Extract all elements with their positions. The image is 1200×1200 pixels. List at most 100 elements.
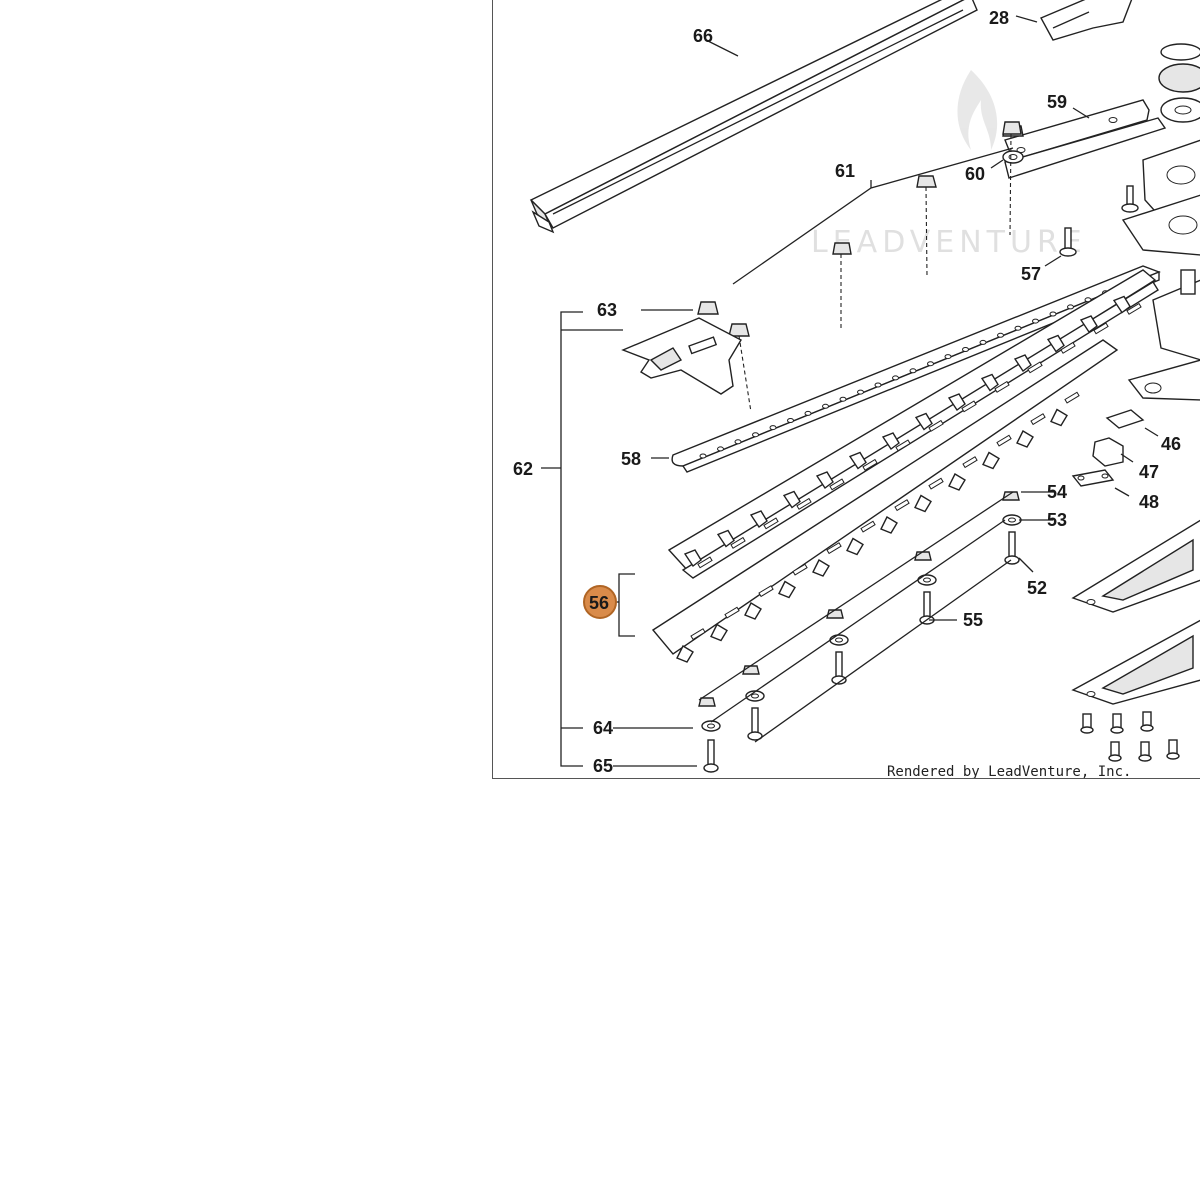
part-61-nuts[interactable]: [728, 121, 1022, 413]
blade-slot: [792, 563, 808, 576]
gear-bearing-stack[interactable]: [1121, 43, 1200, 401]
blade-slot: [1027, 361, 1043, 374]
callout-52[interactable]: 52: [1027, 578, 1047, 598]
part-56-blade-set[interactable]: [614, 269, 1159, 663]
callout-61[interactable]: 61: [835, 161, 855, 181]
washer-hole: [1008, 517, 1016, 523]
lower-guide-plates[interactable]: [1071, 519, 1200, 705]
bar-hole: [944, 354, 952, 360]
bar-hole: [927, 361, 934, 367]
callout-55[interactable]: 55: [963, 610, 983, 630]
part-57-bolt[interactable]: [1044, 185, 1139, 267]
bolt-head-icon: [703, 763, 719, 773]
blade-slot: [862, 458, 878, 471]
blade-tooth: [980, 373, 999, 392]
washer-hole: [835, 637, 843, 643]
part-48-spacer[interactable]: [1071, 469, 1130, 497]
callout-59[interactable]: 59: [1047, 92, 1067, 112]
blade-slot: [860, 520, 876, 533]
part-62-guard[interactable]: [621, 317, 742, 395]
blade-tooth: [782, 490, 801, 509]
bar-hole: [699, 453, 707, 459]
bolt-shank-icon: [923, 591, 931, 619]
blade-tooth: [1046, 334, 1065, 353]
part-59-plate[interactable]: [1004, 99, 1167, 179]
blade-slot: [994, 380, 1010, 393]
blade-slot: [763, 517, 779, 530]
blade-slot: [894, 499, 910, 512]
part-66-rail[interactable]: [529, 0, 978, 234]
exploded-parts-diagram: LEADVENTURE: [513, 0, 1200, 779]
cluster-bolt-icon: [1168, 739, 1178, 755]
callout-28[interactable]: 28: [989, 8, 1009, 28]
blade-slot: [928, 419, 944, 432]
callout-47[interactable]: 47: [1139, 462, 1159, 482]
blade-tooth: [914, 494, 932, 513]
watermark-text: LEADVENTURE: [811, 225, 1087, 260]
bar-hole: [1049, 311, 1057, 317]
cluster-washer-icon: [1138, 754, 1152, 762]
blade-slot: [928, 477, 944, 490]
blade-tooth: [778, 580, 796, 599]
cluster-bolt-icon: [1082, 713, 1092, 729]
cluster-bolt-icon: [1142, 711, 1152, 727]
washer-hole: [751, 693, 759, 699]
blade-slot: [1060, 341, 1076, 354]
washer-hole: [923, 577, 931, 583]
blade-slot: [758, 585, 774, 598]
bolt-shank-icon: [751, 707, 759, 735]
bar-hole: [1014, 325, 1022, 331]
part-46-block[interactable]: [1105, 409, 1159, 437]
bar-hole: [804, 410, 812, 416]
bar-hole: [734, 439, 742, 445]
bar-hole: [1032, 318, 1039, 324]
callout-57[interactable]: 57: [1021, 264, 1041, 284]
blade-slot: [961, 400, 977, 413]
callout-48[interactable]: 48: [1139, 492, 1159, 512]
parts-diagram-frame: LEADVENTURE: [492, 0, 1200, 779]
bar-hole: [752, 432, 759, 438]
callout-53[interactable]: 53: [1047, 510, 1067, 530]
blade-slot: [996, 434, 1012, 447]
blade-slot: [962, 456, 978, 469]
render-credit: Rendered by LeadVenture, Inc.: [887, 764, 1131, 779]
callout-56[interactable]: 56: [589, 593, 609, 613]
blade-slot: [895, 439, 911, 452]
bar-hole: [1067, 304, 1074, 310]
blade-tooth: [881, 432, 900, 451]
blade-tooth: [1016, 430, 1034, 448]
callout-66[interactable]: 66: [693, 26, 713, 46]
highlight-marker-56[interactable]: [583, 585, 617, 619]
bar-hole: [857, 389, 864, 395]
blade-tooth: [914, 412, 933, 431]
callout-60[interactable]: 60: [965, 164, 985, 184]
callout-65[interactable]: 65: [593, 756, 613, 776]
washer-hole: [707, 723, 715, 729]
blade-tooth: [676, 645, 694, 663]
bar-hole: [997, 332, 1004, 338]
nut-icon: [698, 697, 716, 707]
blade-slot: [1030, 413, 1046, 426]
bar-hole: [874, 382, 882, 388]
callout-46[interactable]: 46: [1161, 434, 1181, 454]
bolt-cluster[interactable]: [1080, 711, 1180, 762]
blade-slot: [1093, 322, 1109, 335]
part-63-nut[interactable]: [641, 301, 719, 315]
bar-hole: [979, 339, 987, 345]
fastener-leaders: [698, 491, 1055, 743]
callout-63[interactable]: 63: [597, 300, 617, 320]
blade-tooth: [1079, 315, 1098, 334]
callout-62[interactable]: 62: [513, 459, 533, 479]
cluster-washer-icon: [1110, 726, 1124, 734]
callout-58[interactable]: 58: [621, 449, 641, 469]
blade-tooth: [880, 516, 898, 534]
blade-tooth: [948, 473, 966, 491]
part-47-slide[interactable]: [1092, 437, 1134, 467]
bolt-shank-icon: [707, 739, 715, 767]
bolt-head-icon: [747, 731, 763, 741]
blade-tooth: [982, 451, 1000, 470]
callout-64[interactable]: 64: [593, 718, 613, 738]
callout-54[interactable]: 54: [1047, 482, 1067, 502]
part-28-housing[interactable]: [1015, 0, 1133, 41]
blade-slot: [730, 536, 746, 549]
